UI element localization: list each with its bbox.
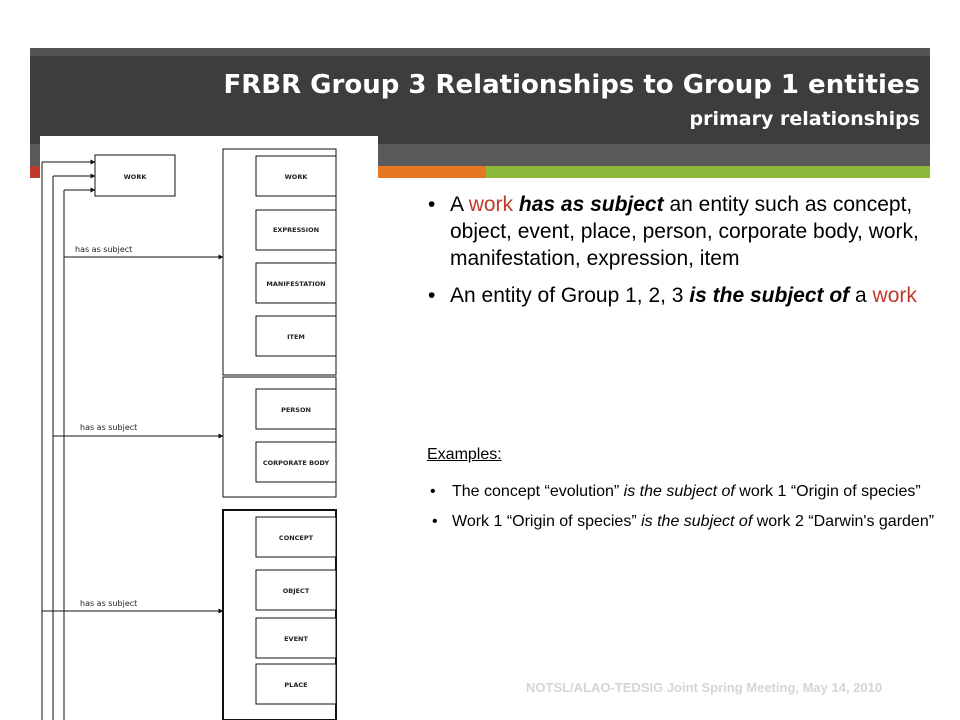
group2-corporate-body-label: CORPORATE BODY <box>263 459 330 467</box>
group1-expression-box <box>255 209 337 251</box>
examples-heading: Examples: <box>427 446 502 463</box>
group3-concept-box <box>255 516 337 558</box>
group1-expression-label: EXPRESSION <box>273 226 319 234</box>
group2-corporate-body-box <box>255 441 337 483</box>
group1-item-box <box>255 315 337 357</box>
example-darwins-garden: Work 1 “Origin of species” is the subjec… <box>432 507 942 537</box>
example-bullet-list: The concept “evolution” is the subject o… <box>430 481 942 537</box>
title-bar: FRBR Group 3 Relationships to Group 1 en… <box>30 48 930 144</box>
bullet-work-has-subject: A work has as subject an entity such as … <box>428 192 940 273</box>
footer-meeting-info: NOTSL/ALAO-TEDSIG Joint Spring Meeting, … <box>526 680 883 695</box>
has-as-subject-label-2: has as subject <box>80 423 137 432</box>
group1-manifestation-box <box>255 262 337 304</box>
bullet-entity-is-subject: An entity of Group 1, 2, 3 is the subjec… <box>428 283 940 310</box>
frbr-relationship-diagram: WORK WORK EXPRESSION MANIFESTATION ITEM … <box>40 136 378 720</box>
group2-person-label: PERSON <box>281 406 311 414</box>
example-evolution: The concept “evolution” is the subject o… <box>430 481 942 504</box>
main-bullet-list: A work has as subject an entity such as … <box>428 192 940 320</box>
accent-bar-orange <box>378 166 486 178</box>
diagram-svg: WORK WORK EXPRESSION MANIFESTATION ITEM … <box>41 148 337 720</box>
group1-item-label: ITEM <box>287 333 305 341</box>
group3-concept-label: CONCEPT <box>279 534 314 542</box>
group3-event-label: EVENT <box>284 635 308 643</box>
group3-place-label: PLACE <box>284 681 307 689</box>
group2-person-box <box>255 388 337 430</box>
has-as-subject-label-3: has as subject <box>80 599 137 608</box>
left-work-label: WORK <box>124 173 148 181</box>
group3-object-box <box>255 569 337 611</box>
group1-work-box <box>255 155 337 197</box>
title-top-strip <box>30 48 930 56</box>
left-work-box <box>94 154 176 197</box>
group1-work-label: WORK <box>285 173 309 181</box>
accent-bar-green <box>486 166 930 178</box>
slide-subtitle: primary relationships <box>689 108 921 130</box>
has-as-subject-label-1: has as subject <box>75 245 132 254</box>
group3-event-box <box>255 617 337 659</box>
group3-place-box <box>255 663 337 705</box>
group3-object-label: OBJECT <box>283 587 310 595</box>
slide-title: FRBR Group 3 Relationships to Group 1 en… <box>223 70 921 100</box>
group1-manifestation-label: MANIFESTATION <box>266 280 325 288</box>
